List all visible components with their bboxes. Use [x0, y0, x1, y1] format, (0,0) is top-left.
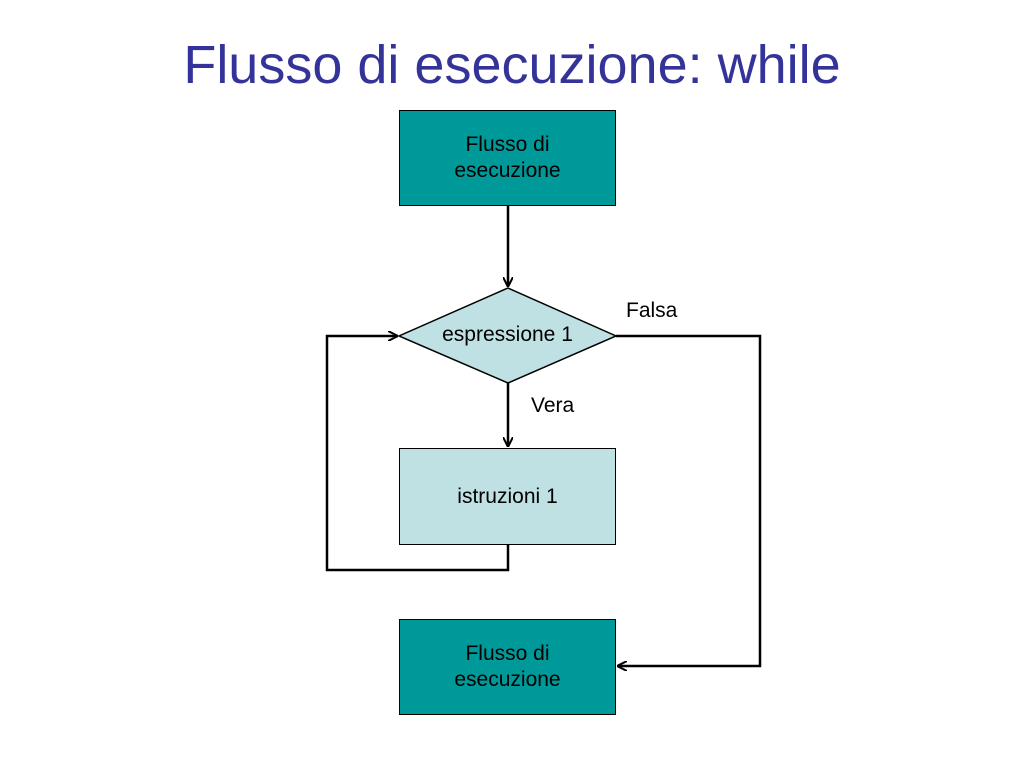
condition-label: espressione 1 [442, 323, 573, 346]
page-title: Flusso di esecuzione: while [183, 35, 841, 95]
arrow-loop-back [325, 336, 510, 572]
body-instructions-box: istruzioni 1 [399, 448, 616, 545]
start-flow-box: Flusso di esecuzione [399, 110, 616, 206]
false-branch-label: Falsa [626, 299, 678, 322]
arrow-condition-to-end [616, 334, 762, 666]
end-flow-box: Flusso di esecuzione [399, 619, 616, 715]
true-branch-label: Vera [531, 394, 575, 417]
